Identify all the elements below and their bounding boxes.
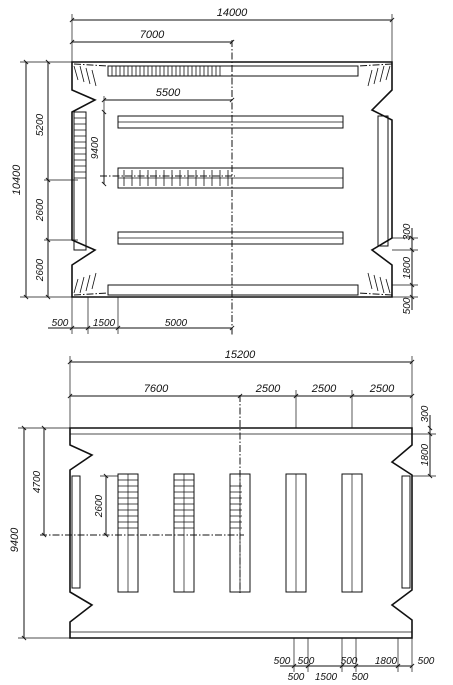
bottom-dim-bay-3: 2500 <box>369 383 395 395</box>
top-dim-middle-section: 2600 <box>35 198 46 222</box>
top-dim-bottom-b: 1500 <box>93 318 116 329</box>
bottom-dim-upper-height: 4700 <box>32 470 43 493</box>
bottom-dim-bay-1: 2500 <box>255 383 281 395</box>
bottom-right-column <box>401 475 411 589</box>
top-corner-hatches <box>73 63 393 296</box>
bottom-dim-8: 500 <box>352 672 369 683</box>
bottom-dim-right-top: 300 <box>420 405 431 422</box>
top-dim-half-width: 7000 <box>140 29 165 41</box>
top-dim-right-top: 300 <box>402 223 413 240</box>
top-upper-wall-hatch <box>111 66 221 76</box>
bottom-dim-inner-height: 2600 <box>94 494 105 518</box>
top-right-column <box>377 115 389 247</box>
top-dim-bottom-c: 5000 <box>165 318 188 329</box>
bottom-dim-left-span: 7600 <box>144 383 169 395</box>
top-dim-upper-section: 5200 <box>35 113 46 136</box>
bottom-dim-overall-height: 9400 <box>9 527 21 552</box>
bottom-dim-2: 500 <box>298 656 315 667</box>
bottom-dim-3: 500 <box>341 656 358 667</box>
top-lower-wall <box>107 284 359 296</box>
top-dim-overall-width: 14000 <box>217 7 248 19</box>
top-dim-overall-height: 10400 <box>11 164 23 195</box>
bottom-dim-6: 500 <box>288 672 305 683</box>
bottom-dim-overall-width: 15200 <box>225 349 256 361</box>
top-dim-right-bottom: 500 <box>402 297 413 314</box>
bottom-dim-1: 500 <box>274 656 291 667</box>
top-dim-inner-span: 5500 <box>156 87 181 99</box>
top-dim-right-middle: 1800 <box>402 256 413 279</box>
top-left-column <box>73 111 87 251</box>
top-dimension-lines <box>20 14 418 334</box>
top-dim-opening-height: 9400 <box>90 136 101 159</box>
top-plan: 14000 7000 5500 9400 10400 5200 2600 260… <box>11 7 418 335</box>
bottom-dim-bay-2: 2500 <box>311 383 337 395</box>
top-dim-lower-section: 2600 <box>35 258 46 282</box>
bottom-plan-outline <box>69 427 413 639</box>
bottom-dimension-lines <box>18 356 436 672</box>
top-upper-wall <box>107 65 359 77</box>
top-dim-bottom-a: 500 <box>52 318 69 329</box>
bottom-plan: 15200 7600 2500 2500 2500 9400 4700 2600… <box>9 349 436 683</box>
bottom-dim-4: 1800 <box>375 656 398 667</box>
bottom-bays <box>117 473 363 593</box>
bottom-dim-5: 500 <box>418 656 435 667</box>
bottom-dim-7: 1500 <box>315 672 338 683</box>
bottom-dim-right-middle: 1800 <box>420 443 431 466</box>
bottom-left-column <box>71 475 81 589</box>
